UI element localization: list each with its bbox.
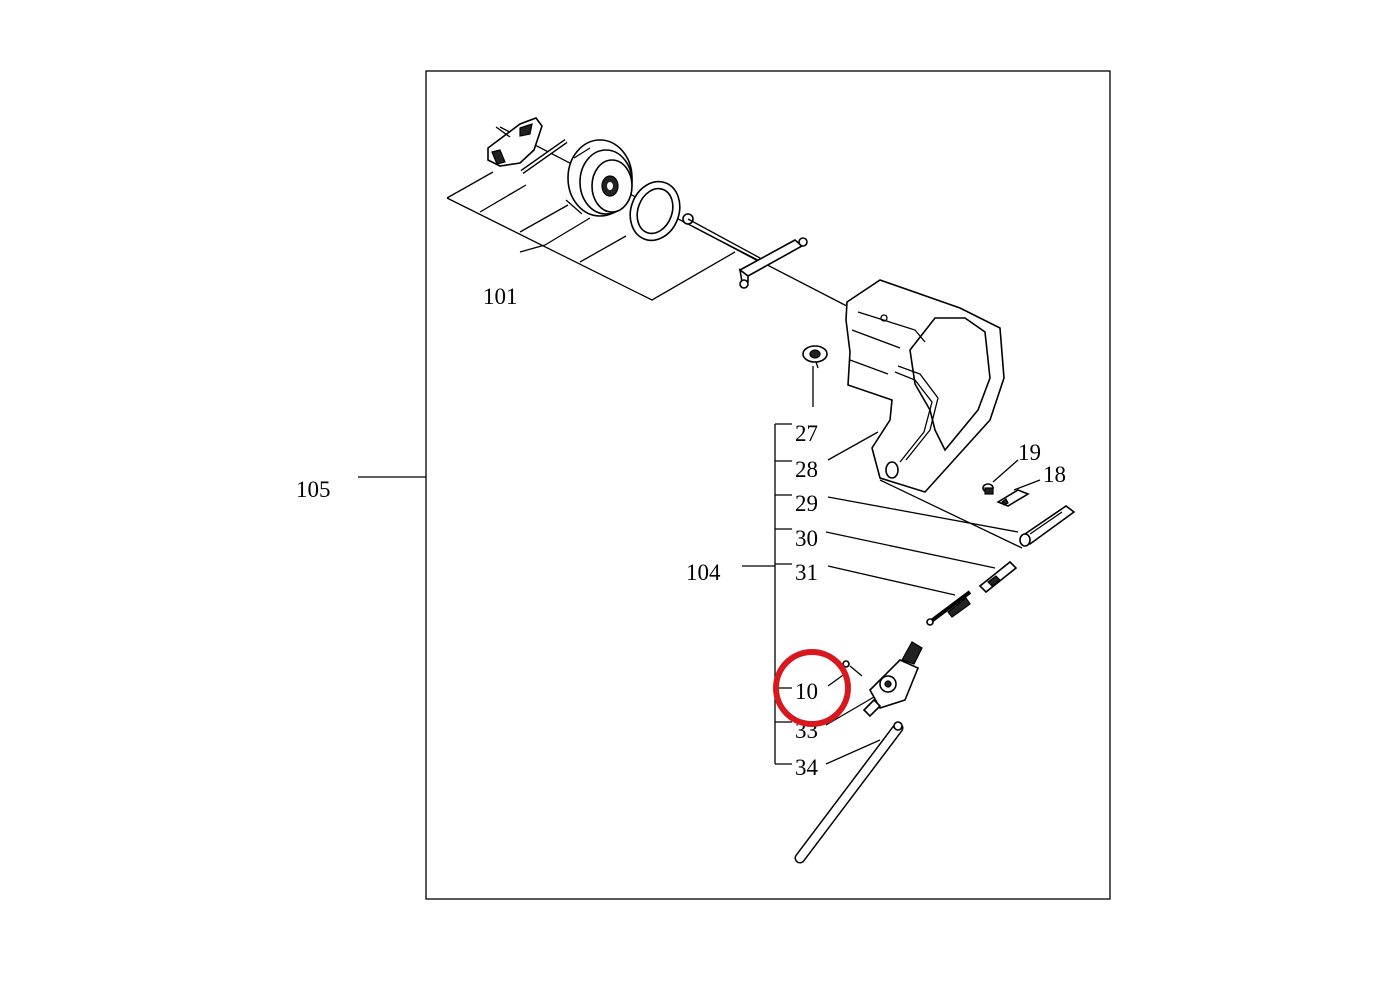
diagram-frame: [425, 70, 1111, 900]
label-29: 29: [795, 491, 818, 516]
rod-part-34: [794, 721, 904, 864]
leader-30: [825, 531, 996, 569]
label-34: 34: [795, 755, 819, 780]
label-28: 28: [795, 457, 818, 482]
label-105: 105: [296, 477, 331, 502]
housing-part: [845, 279, 1005, 493]
screw-part-31: [926, 590, 972, 626]
label-27: 27: [795, 421, 818, 446]
leader-34: [825, 739, 881, 765]
label-31: 31: [795, 560, 818, 585]
lever-part-29: [1019, 505, 1076, 547]
sleeve-part-30: [978, 560, 1018, 594]
label-19: 19: [1018, 440, 1041, 465]
leader-29: [827, 496, 1019, 533]
label-104: 104: [686, 560, 721, 585]
label-18: 18: [1043, 462, 1066, 487]
leader-28: [827, 431, 879, 461]
leader-33: [825, 696, 875, 726]
assembly-101: 101: [446, 117, 871, 319]
valve-part-10: [842, 641, 923, 718]
assembly-104-bracket: [742, 423, 792, 765]
label-30: 30: [795, 526, 818, 551]
leader-31: [827, 565, 956, 596]
clip-part-18: [996, 479, 1041, 507]
label-101: 101: [483, 284, 518, 309]
screw-part-19: [982, 459, 1019, 495]
leader-housing-link: [879, 479, 1023, 549]
highlight-circle: [773, 649, 851, 727]
label-10: 10: [795, 679, 818, 704]
washer-part-27: [802, 345, 828, 407]
